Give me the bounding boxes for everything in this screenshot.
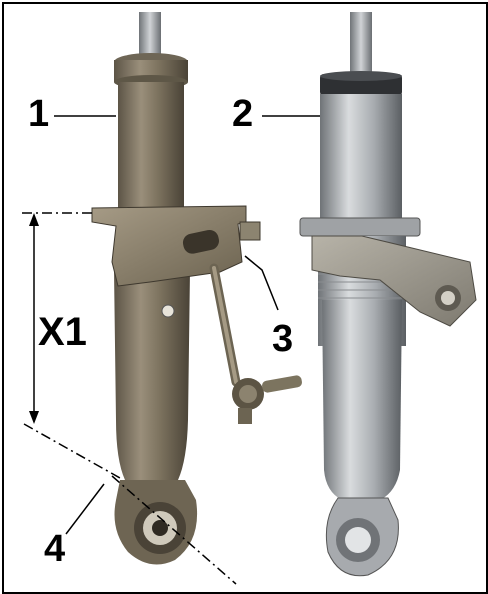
dimension-label-x1: X1 [38,310,87,354]
left-lower-eye [114,480,198,565]
dimension-x1 [22,212,121,479]
right-lower-body [322,300,402,500]
right-mounting-bracket [311,235,477,327]
right-strut [299,12,477,577]
callout-3: 3 [272,318,294,360]
lower-eye-centerline [111,475,237,585]
callout-1: 1 [28,93,50,135]
left-upper-body [118,82,184,212]
leader-line-4 [65,483,105,535]
left-strut [91,12,302,565]
callout-4: 4 [44,528,66,570]
right-piston-rod [350,12,372,76]
leader-line-3 [244,255,279,311]
stabilizer-link [209,263,302,424]
left-lower-body [114,270,190,480]
right-lower-eye [325,497,399,577]
right-upper-body [320,94,402,224]
left-mounting-bracket [91,205,247,287]
callout-2: 2 [232,93,254,135]
left-piston-rod [139,12,161,60]
